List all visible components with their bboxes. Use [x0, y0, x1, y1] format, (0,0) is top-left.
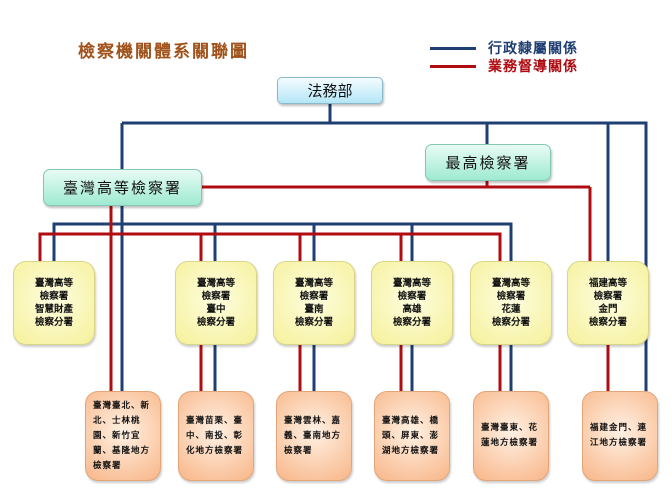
node-district-north: 臺灣臺北、新北、士林桃園、新竹宜蘭、基隆地方檢察署 [85, 391, 161, 481]
node-district-central: 臺灣苗栗、臺中、南投、彰化地方檢察署 [178, 391, 254, 481]
node-district-east: 臺灣臺東、花蓮地方檢察署 [473, 391, 549, 481]
diagram-title: 檢察機關體系關聯圖 [78, 42, 249, 62]
node-branch-taichung: 臺灣高等 檢察署 臺中 檢察分署 [175, 261, 257, 345]
admin-line-branch-bar [52, 222, 513, 261]
supervision-line-branch-bar [38, 232, 502, 261]
legend-administrative-line [430, 47, 476, 50]
legend-supervision-label: 業務督導關係 [488, 59, 578, 75]
legend-administrative-label: 行政隸屬關係 [488, 41, 578, 57]
node-ministry-of-justice: 法務部 [277, 77, 383, 104]
node-taiwan-high-prosecutors-office: 臺灣高等檢察署 [43, 169, 202, 206]
node-branch-kinmen: 福建高等 檢察署 金門 檢察分署 [567, 261, 649, 345]
node-branch-kaohsiung: 臺灣高等 檢察署 高雄 檢察分署 [371, 261, 453, 345]
node-branch-hualien: 臺灣高等 檢察署 花蓮 檢察分署 [470, 261, 552, 345]
node-district-yunlin-chiayi-tainan: 臺灣雲林、嘉義、臺南地方檢察署 [276, 391, 352, 481]
node-supreme-prosecutors-office: 最高檢察署 [425, 144, 551, 181]
node-branch-ip: 臺灣高等 檢察署 智慧財產 檢察分署 [13, 261, 95, 345]
node-district-fujian: 福建金門、連江地方檢察署 [582, 391, 658, 481]
node-branch-tainan: 臺灣高等 檢察署 臺南 檢察分署 [273, 261, 355, 345]
legend-supervision-line [430, 65, 476, 68]
node-district-south: 臺灣高雄、橋頭、屏東、澎湖地方檢察署 [374, 391, 450, 481]
